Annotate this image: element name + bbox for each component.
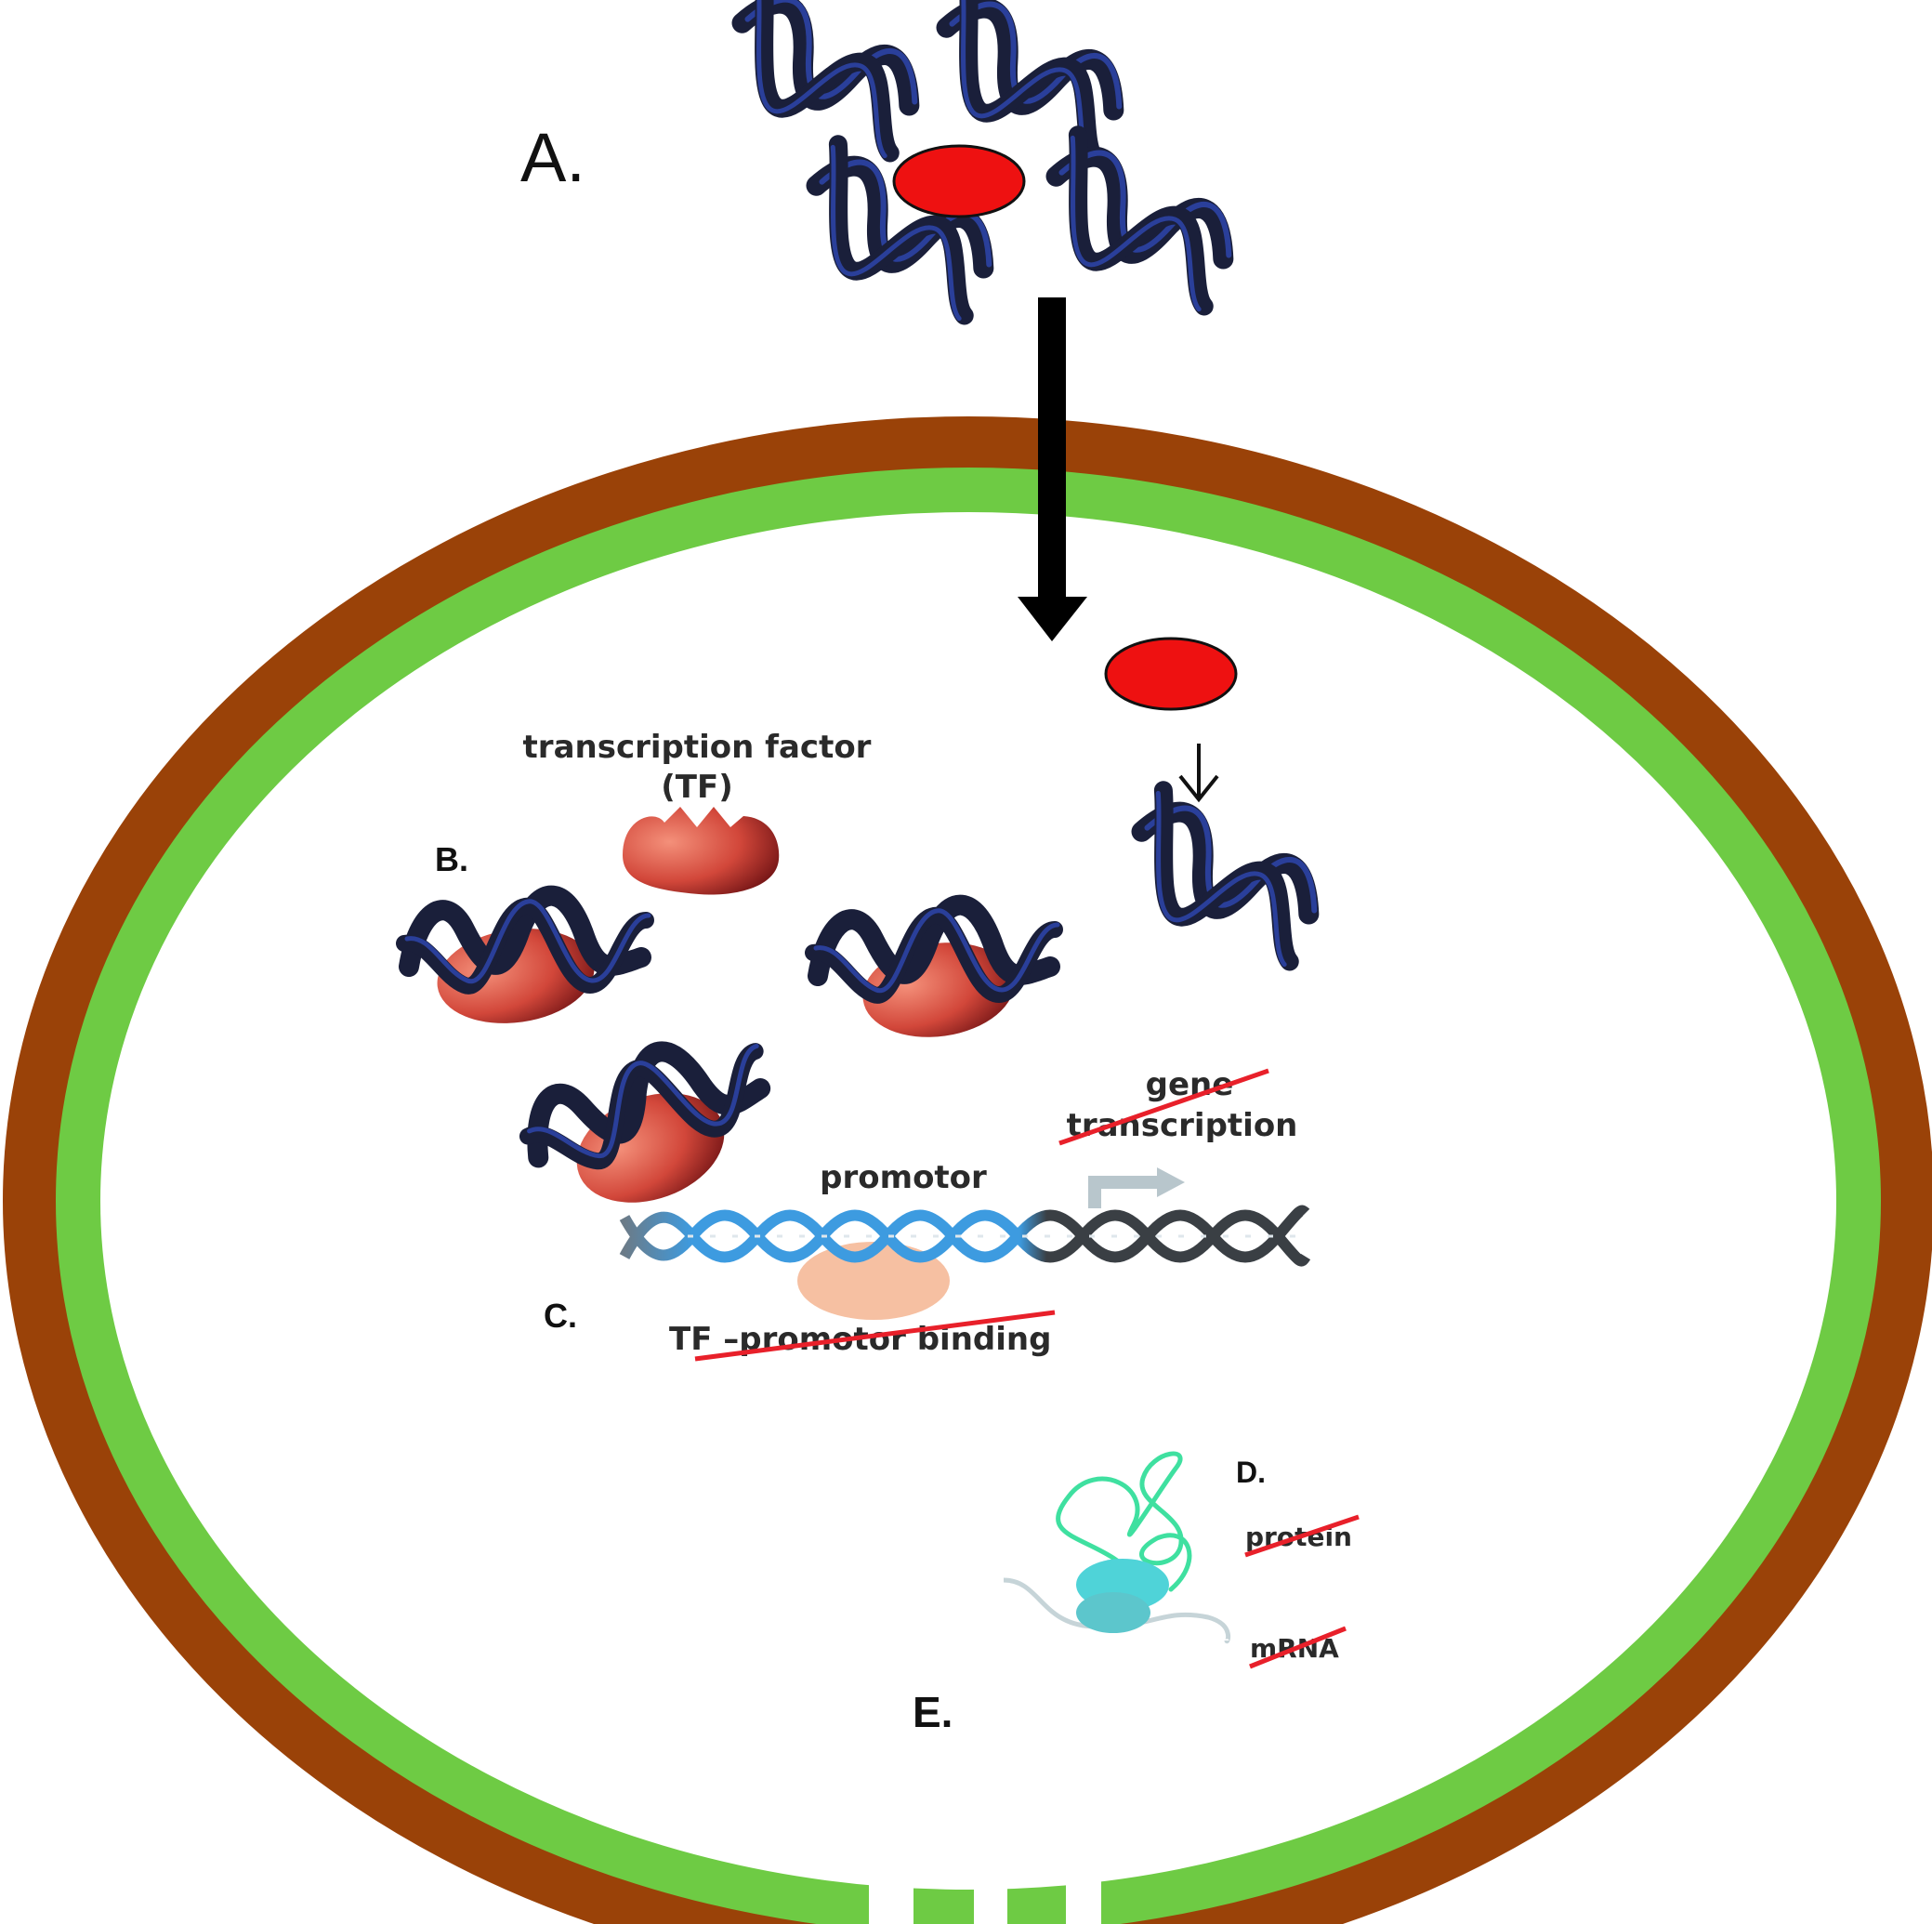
panel-label-a: A. xyxy=(520,119,585,196)
gene-transcription-strikethrough xyxy=(1058,1068,1269,1146)
aptamer-icon xyxy=(920,0,1139,164)
aptamer-icon xyxy=(716,0,935,159)
ribosome xyxy=(1003,1559,1231,1644)
panel-label-d: D. xyxy=(1236,1456,1266,1489)
free-aptamer-icon xyxy=(1115,788,1334,967)
tf-abbrev-label: (TF) xyxy=(661,769,733,806)
transcription-label: transcription xyxy=(1067,1107,1298,1144)
membrane-pore xyxy=(1066,1868,1101,1924)
membrane-pore xyxy=(869,1868,913,1924)
aptamer-tf-complex xyxy=(813,905,1058,1037)
panel-label-c: C. xyxy=(544,1297,577,1335)
protein-chain xyxy=(1056,1451,1192,1592)
mrna-strikethrough xyxy=(1249,1626,1347,1669)
aptamer-icon xyxy=(1030,133,1249,311)
promoter-dna xyxy=(619,1205,1311,1267)
transcription-factor xyxy=(623,807,780,895)
transcription-start-arrow xyxy=(1088,1167,1185,1208)
panel-label-e: E. xyxy=(913,1688,953,1736)
panel-a-aptamer-cluster xyxy=(716,0,1249,322)
release-arrow xyxy=(1178,744,1219,803)
panel-label-b: B. xyxy=(435,840,468,878)
membrane-pore xyxy=(974,1868,1007,1924)
entry-arrow xyxy=(1018,297,1087,641)
tf-label: transcription factor xyxy=(523,729,872,766)
ligand-molecule xyxy=(892,144,1026,218)
tf-binding-strikethrough xyxy=(694,1310,1056,1362)
cell-membrane xyxy=(3,416,1932,1924)
released-ligand xyxy=(1104,637,1238,711)
promotor-label: promotor xyxy=(820,1159,987,1196)
protein-strikethrough xyxy=(1244,1514,1360,1558)
aptamer-tf-complex xyxy=(404,896,649,1023)
aptamer-tf-complex xyxy=(516,1027,775,1203)
